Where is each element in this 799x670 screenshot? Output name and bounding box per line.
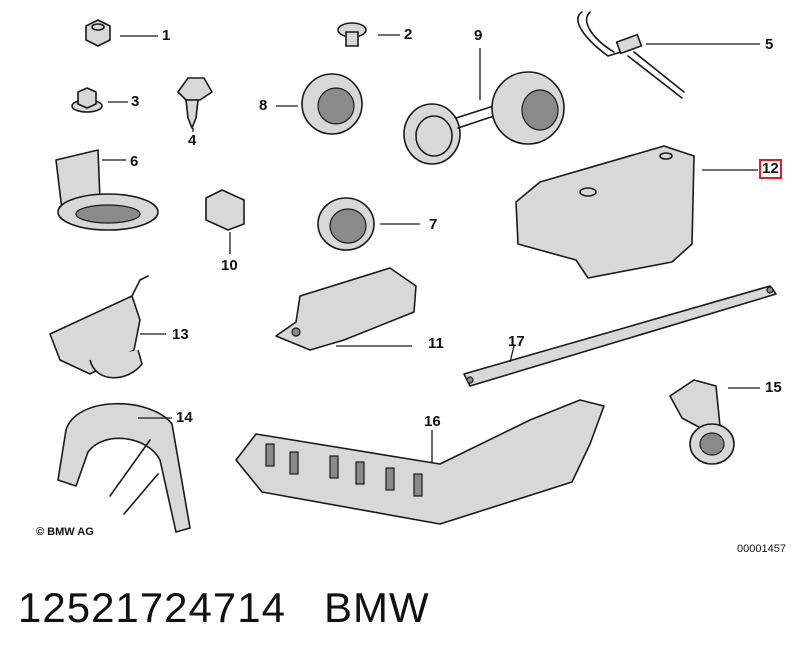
brand-name: BMW <box>323 584 430 631</box>
label-part-11[interactable]: 11 <box>428 335 444 352</box>
part-14-drawing <box>57 402 191 533</box>
label-part-6[interactable]: 6 <box>130 153 139 170</box>
label-part-8[interactable]: 8 <box>259 97 268 114</box>
diagram-drawing <box>49 11 777 533</box>
part-7-drawing <box>317 197 420 251</box>
label-part-3[interactable]: 3 <box>131 93 140 110</box>
label-part-7[interactable]: 7 <box>429 216 438 233</box>
part-8-drawing <box>276 73 363 135</box>
copyright-notice: © BMW AG <box>36 526 94 538</box>
label-part-1[interactable]: 1 <box>162 27 171 44</box>
part-6-drawing <box>55 149 159 231</box>
label-part-13[interactable]: 13 <box>172 326 189 343</box>
part-1-drawing <box>85 19 158 47</box>
label-part-9[interactable]: 9 <box>474 27 483 44</box>
part-11-drawing <box>275 267 417 351</box>
part-4-drawing <box>177 77 213 132</box>
part-17-drawing <box>463 285 777 387</box>
part-2-drawing <box>337 22 400 47</box>
image-number: 00001457 <box>737 543 786 555</box>
part-number: 12521724714 <box>18 584 286 631</box>
part-number-line: 12521724714 BMW <box>18 584 430 632</box>
part-13-drawing <box>49 275 166 379</box>
part-15-drawing <box>669 379 760 465</box>
label-part-5[interactable]: 5 <box>765 36 774 53</box>
part-9-drawing <box>403 48 565 165</box>
part-16-drawing <box>235 399 605 525</box>
part-10-drawing <box>205 189 245 254</box>
part-5-drawing <box>577 11 760 99</box>
label-part-15[interactable]: 15 <box>765 379 782 396</box>
label-part-2[interactable]: 2 <box>404 26 413 43</box>
label-part-4[interactable]: 4 <box>188 132 197 149</box>
label-part-12[interactable]: 12 <box>759 159 782 179</box>
label-part-10[interactable]: 10 <box>221 257 238 274</box>
label-part-14[interactable]: 14 <box>176 409 193 426</box>
label-part-17[interactable]: 17 <box>508 333 525 350</box>
parts-diagram <box>49 11 777 533</box>
part-3-drawing <box>71 87 128 113</box>
part-12-drawing <box>515 145 758 279</box>
label-part-16[interactable]: 16 <box>424 413 441 430</box>
